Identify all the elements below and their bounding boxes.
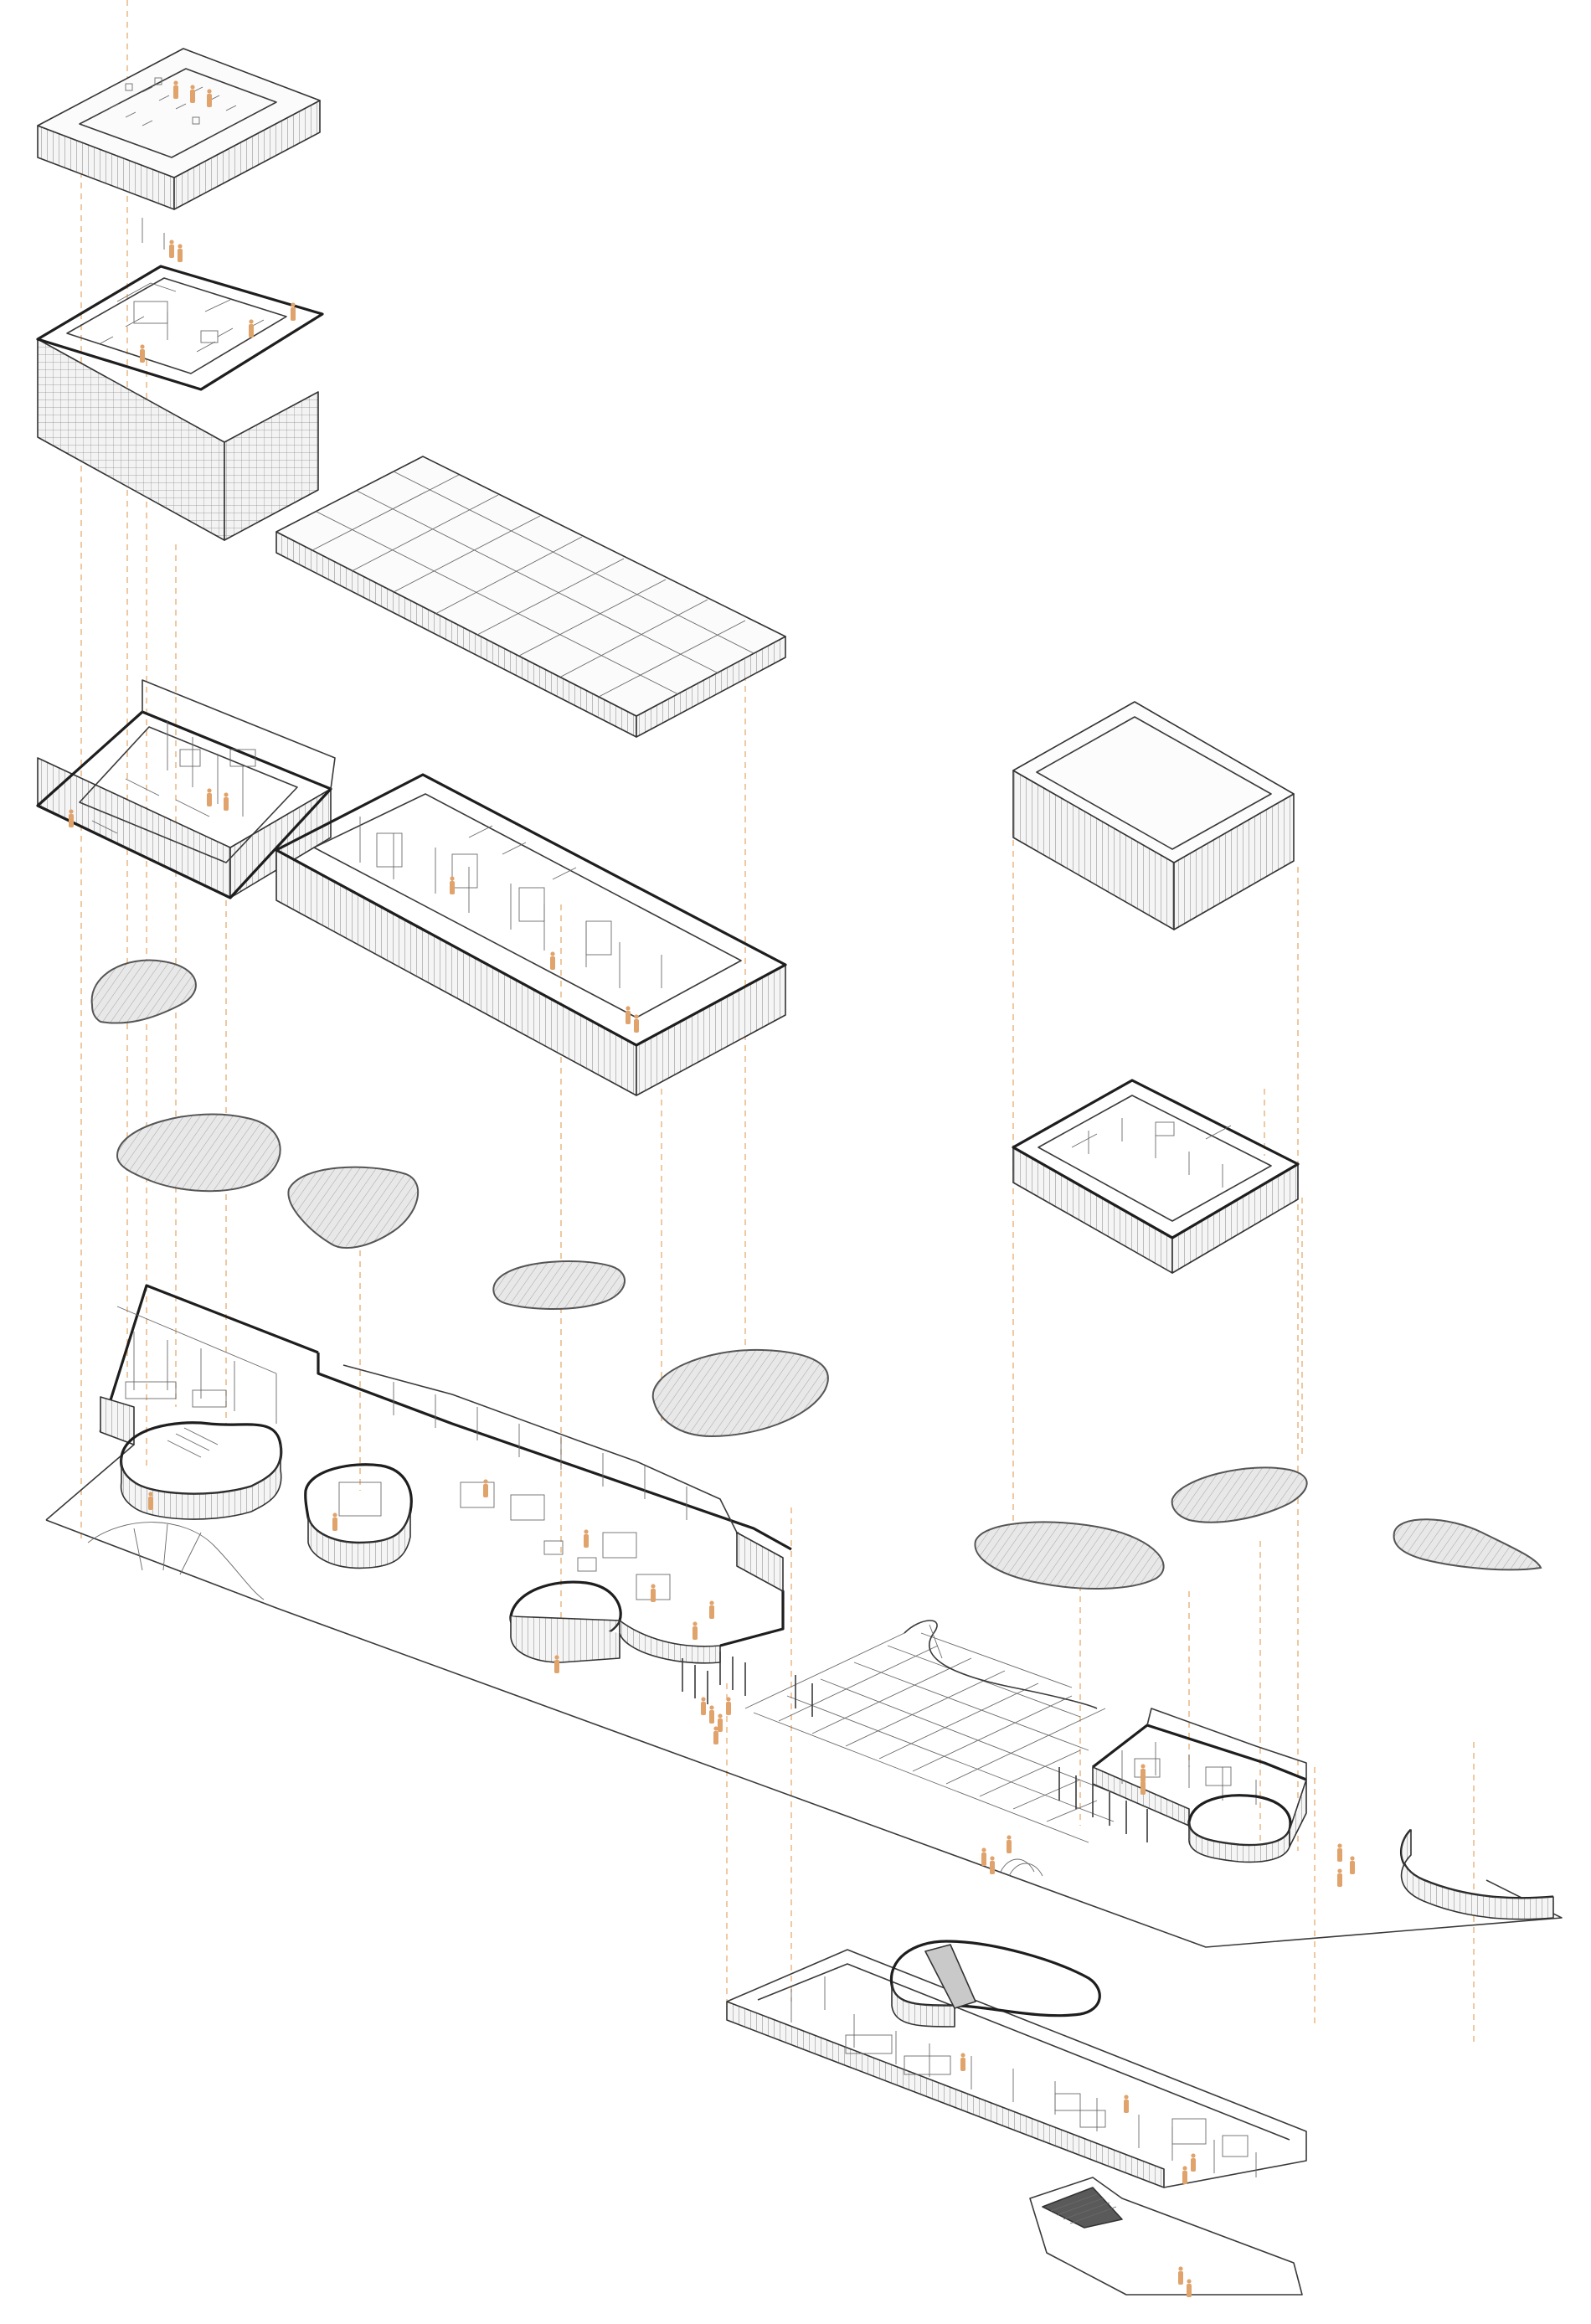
person-figure-icon: [1350, 1856, 1355, 1874]
person-figure-icon: [1191, 2153, 1196, 2172]
person-figure-icon: [550, 951, 555, 970]
person-figure-icon: [224, 792, 229, 811]
person-figure-icon: [1178, 2266, 1183, 2285]
person-figure-icon: [291, 302, 296, 321]
person-figure-icon: [718, 1713, 723, 1732]
roof-terrace-level: [37, 48, 321, 210]
person-figure-icon: [713, 1726, 718, 1744]
person-figure-icon: [960, 2053, 965, 2071]
canopy-clouds: [90, 959, 1542, 1590]
person-figure-icon: [1187, 2279, 1192, 2297]
person-figure-icon: [69, 809, 74, 827]
people-figures: [69, 80, 1355, 2297]
person-figure-icon: [332, 1512, 337, 1531]
person-figure-icon: [1140, 1776, 1146, 1795]
person-figure-icon: [207, 89, 212, 107]
person-figure-icon: [173, 80, 178, 99]
second-floor-left-wing: [36, 679, 336, 899]
tower-volume: [36, 218, 324, 541]
person-figure-icon: [709, 1705, 714, 1724]
person-figure-icon: [169, 240, 174, 258]
person-figure-icon: [190, 85, 195, 103]
projection-lines: [80, 0, 1475, 2043]
person-figure-icon: [651, 1584, 656, 1602]
person-figure-icon: [483, 1479, 488, 1497]
person-figure-icon: [554, 1655, 559, 1673]
basement-level: [726, 1940, 1307, 2296]
person-figure-icon: [584, 1529, 589, 1548]
person-figure-icon: [140, 344, 145, 363]
second-floor-long-bar: [275, 773, 787, 1096]
person-figure-icon: [709, 1600, 714, 1619]
person-figure-icon: [981, 1847, 986, 1866]
person-figure-icon: [726, 1697, 731, 1715]
person-figure-icon: [249, 319, 254, 338]
person-figure-icon: [178, 244, 183, 262]
person-figure-icon: [1007, 1835, 1012, 1853]
long-roof-slab: [275, 456, 786, 738]
person-figure-icon: [207, 788, 212, 806]
person-figure-icon: [693, 1621, 698, 1640]
person-figure-icon: [701, 1697, 706, 1715]
person-figure-icon: [450, 876, 455, 894]
person-figure-icon: [1182, 2166, 1187, 2184]
right-block-upper: [1012, 701, 1295, 930]
ground-floor: [45, 1284, 1563, 1948]
person-figure-icon: [626, 1006, 631, 1024]
person-figure-icon: [1124, 2095, 1129, 2113]
person-figure-icon: [634, 1014, 639, 1033]
right-block-lower: [1012, 1079, 1300, 1274]
person-figure-icon: [990, 1856, 995, 1874]
person-figure-icon: [1337, 1843, 1342, 1862]
person-figure-icon: [148, 1492, 153, 1510]
person-figure-icon: [1337, 1868, 1342, 1887]
